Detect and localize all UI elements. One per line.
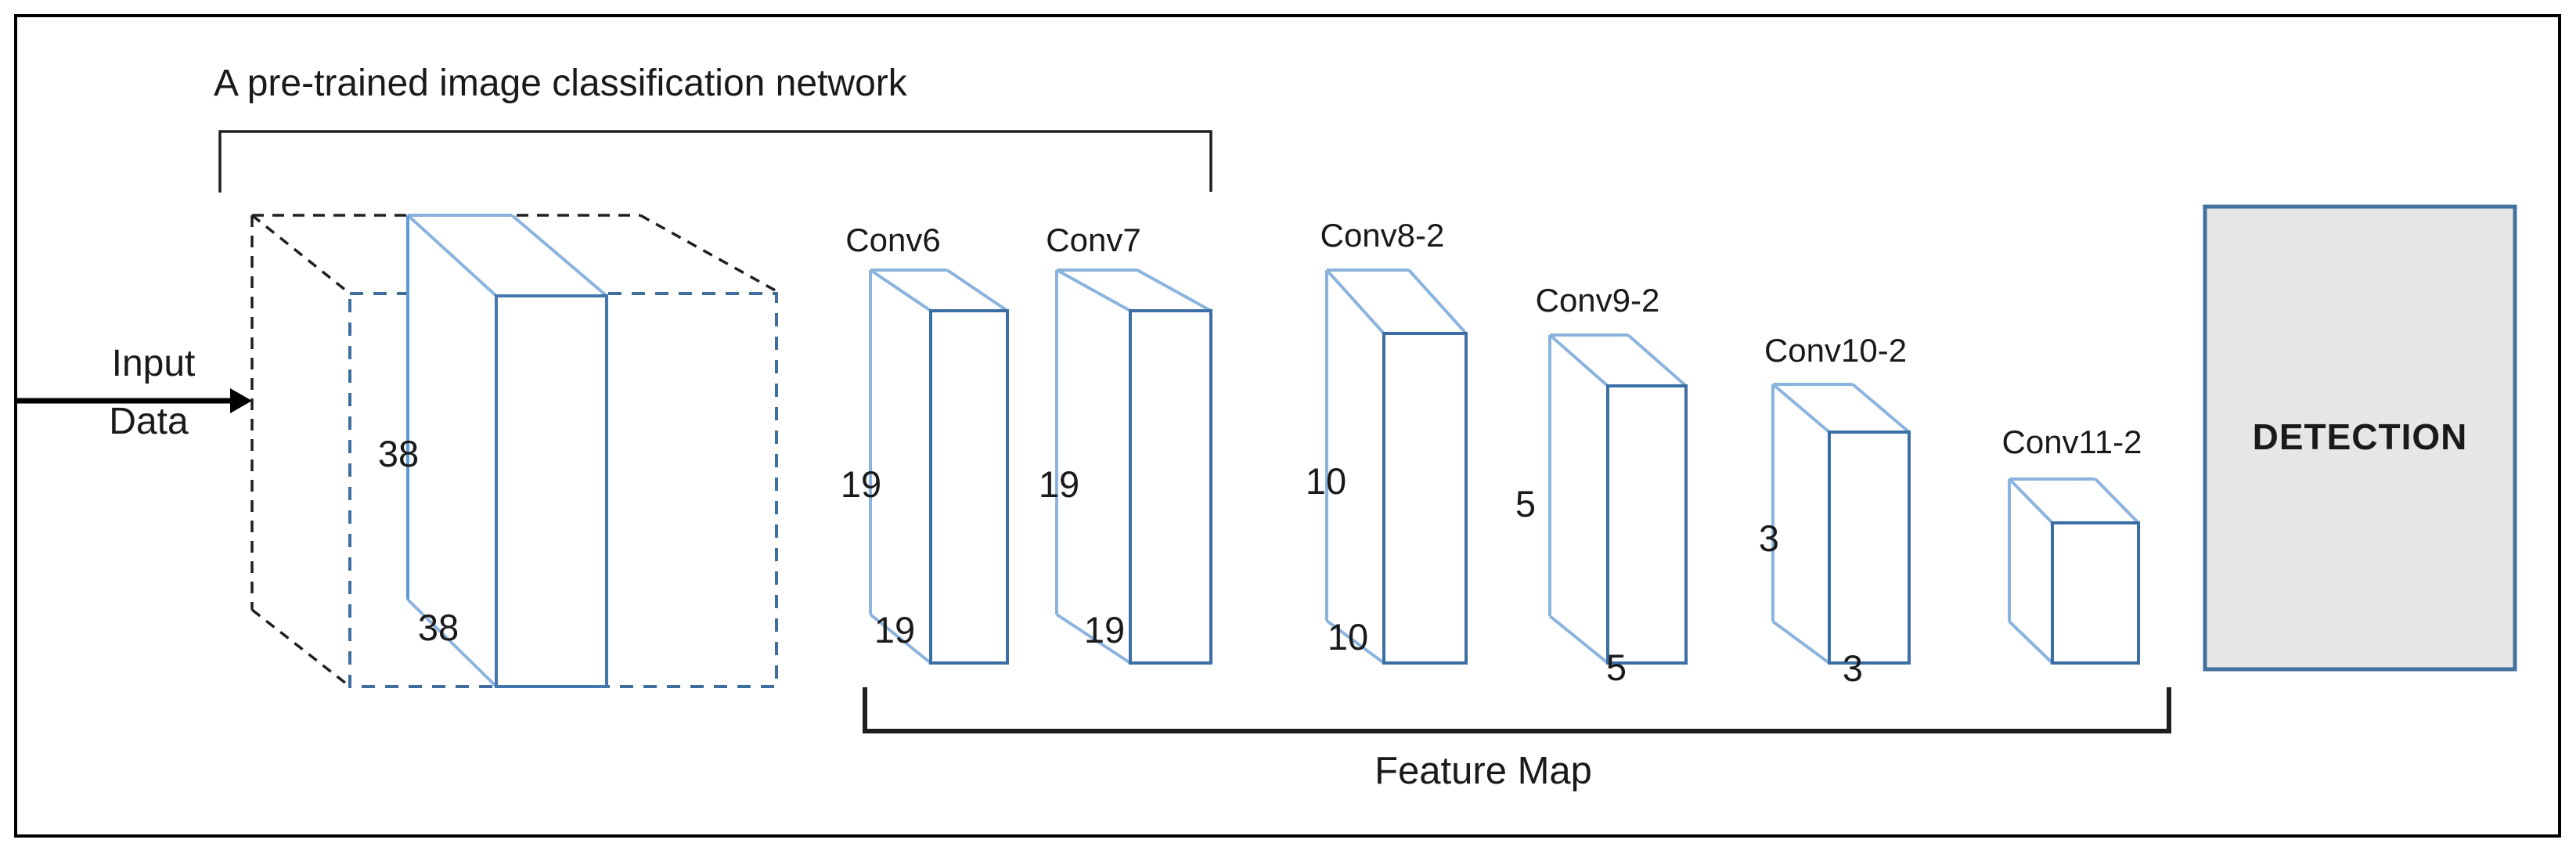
cube-bottomleft-diagonal (250, 608, 351, 688)
layer-height-label: 5 (1515, 483, 1536, 524)
layer-label: Conv10-2 (1764, 332, 1907, 369)
layer-front-face (1129, 309, 1212, 665)
layer-front-face (1606, 384, 1688, 665)
detection-rect (2203, 204, 2517, 672)
layer-front-face (929, 309, 1009, 665)
layer-width-label: 10 (1328, 616, 1368, 658)
input-label-line2: Data (109, 401, 189, 442)
layer-box-conv11-2: Conv11-2 (2002, 423, 2142, 665)
pretrained-network-bracket (218, 130, 1212, 193)
input-volume-box: 38 38 (378, 214, 608, 688)
layer-height-label: 19 (1039, 463, 1079, 505)
pretrained-network-title: A pre-trained image classification netwo… (214, 63, 908, 104)
layer-box-conv7: Conv7 19 19 (1039, 222, 1212, 665)
input-data-label-group: Input Data (17, 343, 252, 442)
input-volume-width-label: 38 (418, 607, 459, 648)
layer-box-conv10-2: Conv10-2 3 3 (1759, 332, 1911, 689)
input-label-line1: Input (112, 343, 196, 384)
layer-front-face (2051, 521, 2140, 665)
input-volume-left-face (408, 215, 496, 686)
layer-label: Conv8-2 (1320, 217, 1445, 254)
detection-box: DETECTION (2203, 204, 2517, 672)
layer-box-conv8-2: Conv8-2 10 10 (1306, 217, 1468, 665)
layer-height-label: 10 (1306, 460, 1346, 502)
layer-box-conv9-2: Conv9-2 5 5 (1515, 282, 1688, 688)
layer-width-label: 19 (874, 609, 915, 650)
layer-label: Conv7 (1046, 222, 1140, 258)
outer-frame (14, 14, 2561, 838)
input-volume-height-label: 38 (378, 433, 419, 474)
feature-map-label: Feature Map (1374, 750, 1592, 792)
layer-height-label: 3 (1759, 517, 1779, 559)
input-volume-top-face (408, 215, 607, 296)
layer-width-label: 3 (1843, 647, 1863, 689)
input-arrow-head (230, 388, 252, 413)
cube-topright-diagonal (639, 214, 779, 294)
layer-front-face (1382, 332, 1468, 665)
layer-height-label: 19 (841, 463, 881, 505)
feature-map-bracket (863, 687, 2171, 733)
input-volume-front-face (495, 294, 608, 688)
layer-box-conv6: Conv6 19 19 (841, 222, 1009, 665)
layer-label: Conv9-2 (1536, 282, 1660, 319)
layer-label: Conv11-2 (2002, 423, 2142, 460)
layer-front-face (1828, 431, 1911, 665)
detection-label: DETECTION (2253, 416, 2468, 457)
cube-topleft-diagonal (250, 214, 351, 295)
layer-label: Conv6 (845, 222, 940, 258)
layer-width-label: 19 (1084, 609, 1125, 650)
layer-width-label: 5 (1606, 647, 1627, 688)
